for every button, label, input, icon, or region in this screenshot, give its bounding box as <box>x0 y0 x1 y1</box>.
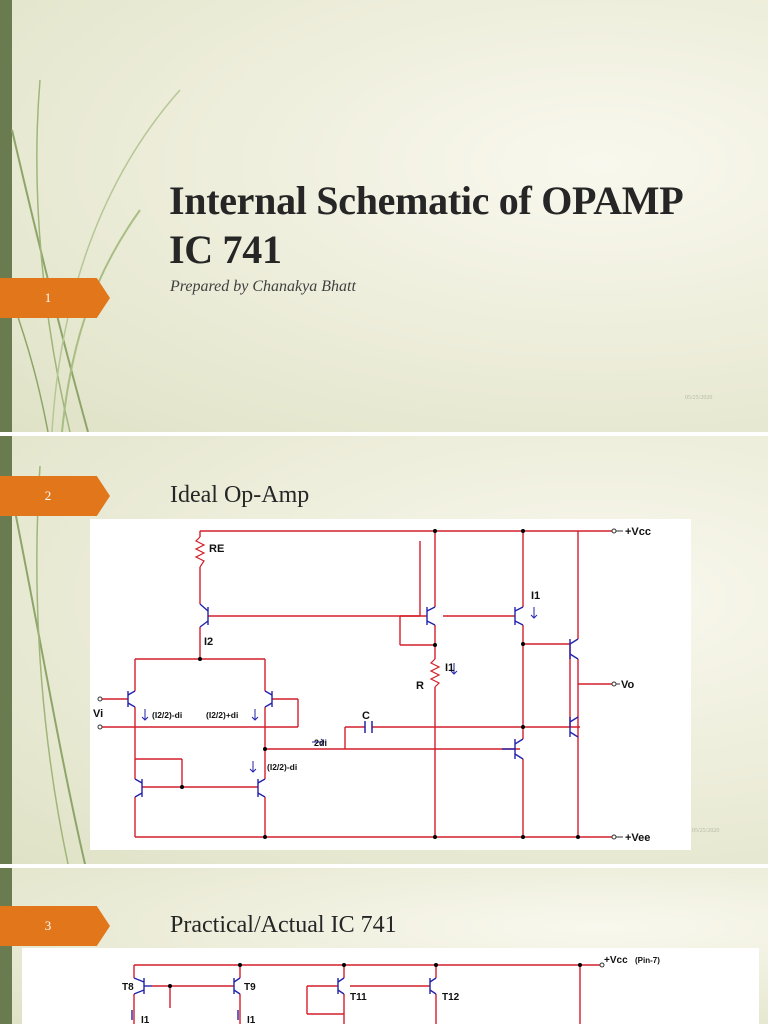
slide-1: 1 Internal Schematic of OPAMP IC 741 Pre… <box>0 0 768 432</box>
transistor-output-bottom <box>569 716 579 738</box>
label-t9: T9 <box>244 982 256 993</box>
transistor-output-top <box>569 638 579 660</box>
slide-date: 05/25/2020 <box>685 395 713 401</box>
label-i1-top: I1 <box>531 590 540 602</box>
transistor-t8 <box>133 977 152 995</box>
schematic-practical-ic741: T8 T9 T11 T12 +Vcc I1 I1 (Pin-7) <box>22 948 759 1024</box>
capacitor-c <box>364 721 373 733</box>
label-vo: Vo <box>621 679 635 691</box>
slide-number-badge: 3 <box>0 906 110 946</box>
label-t8: T8 <box>122 982 134 993</box>
label-i2: I2 <box>204 636 213 648</box>
label-right-branch: (I2/2)+di <box>206 710 238 720</box>
slide-3: 3 Practical/Actual IC 741 <box>0 868 768 1024</box>
transistor-t12 <box>429 977 437 995</box>
label-vi: Vi <box>93 708 103 720</box>
slide-date: 05/25/2020 <box>692 828 720 834</box>
label-re: RE <box>209 543 224 555</box>
slide-2: 2 Ideal Op-Amp 05/25/2020 <box>0 436 768 864</box>
slide-accent-bar <box>0 0 12 432</box>
transistor-bias <box>199 603 209 628</box>
label-mirror-branch: (I2/2)-di <box>267 762 297 772</box>
label-t12: T12 <box>442 992 460 1003</box>
transistor-driver <box>502 738 524 760</box>
resistor-r <box>429 658 441 688</box>
schematic-ideal-opamp: RE I2 +Vcc +Vee I1 I1 R C Vo Vi 2di (I2/… <box>90 519 691 850</box>
slide-title: Internal Schematic of OPAMP IC 741 <box>169 178 682 272</box>
label-i1-r: I1 <box>445 662 454 674</box>
slide-accent-bar <box>0 868 12 1024</box>
resistor-re <box>194 536 206 568</box>
label-r: R <box>416 680 424 692</box>
label-i1-b: I1 <box>247 1015 256 1024</box>
label-left-branch: (I2/2)-di <box>152 710 182 720</box>
label-2di: 2di <box>314 738 327 748</box>
transistor-mirror-right <box>257 778 266 798</box>
transistor-t11 <box>337 977 345 995</box>
transistor-t9 <box>233 977 241 995</box>
label-vcc: +Vcc <box>604 955 628 966</box>
slide-accent-bar <box>0 436 12 864</box>
label-i1-a: I1 <box>141 1015 150 1024</box>
transistor-left-input <box>127 690 136 708</box>
transistor-right-input <box>264 690 273 708</box>
slide-number-badge: 2 <box>0 476 110 516</box>
label-t11: T11 <box>350 992 367 1003</box>
label-c: C <box>362 710 370 722</box>
label-vee: +Vee <box>625 832 650 844</box>
transistor-i1 <box>514 606 524 626</box>
slide-title: Ideal Op-Amp <box>170 482 310 508</box>
label-pin: (Pin-7) <box>635 956 660 965</box>
transistor-center <box>426 606 436 626</box>
slide-title: Practical/Actual IC 741 <box>170 912 397 938</box>
slide-number-badge: 1 <box>0 278 110 318</box>
slide-subtitle: Prepared by Chanakya Bhatt <box>170 278 356 295</box>
transistor-mirror-left <box>134 778 143 798</box>
decorative-grass-lines <box>11 465 86 864</box>
label-vcc: +Vcc <box>625 526 651 538</box>
